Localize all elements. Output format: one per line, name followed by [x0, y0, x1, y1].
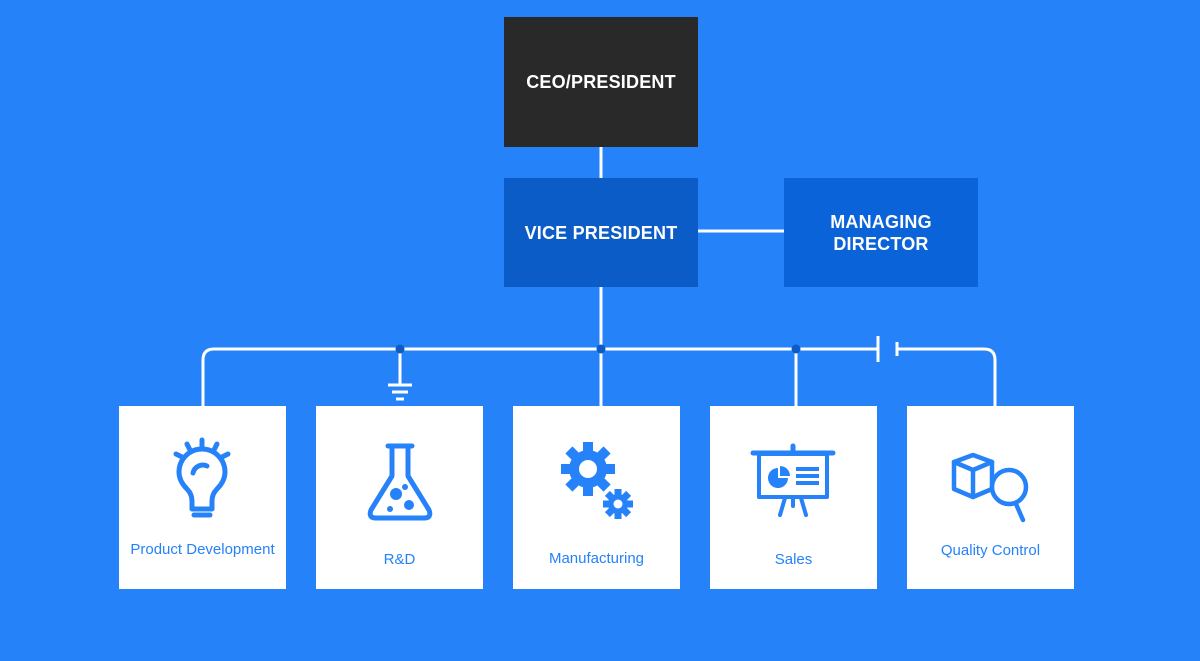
dept-sales: Sales	[710, 406, 877, 589]
dept-rnd: R&D	[316, 406, 483, 589]
dept-manufacturing: Manufacturing	[513, 406, 680, 589]
dept-label: Quality Control	[940, 542, 1041, 559]
dept-label: R&D	[383, 551, 416, 568]
junction-dot	[791, 344, 801, 354]
presentation-board-icon	[750, 443, 836, 517]
bus-line-right	[897, 347, 997, 406]
md-box: MANAGING DIRECTOR	[784, 178, 978, 287]
bus-line-left	[201, 347, 878, 406]
md-label: MANAGING DIRECTOR	[830, 211, 932, 254]
gears-icon	[561, 442, 633, 519]
ceo-label: CEO/PRESIDENT	[526, 72, 676, 92]
dept-product-development: Product Development	[119, 406, 286, 589]
lightbulb-icon	[173, 437, 231, 518]
ceo-box: CEO/PRESIDENT	[504, 17, 698, 147]
dept-label: Manufacturing	[548, 550, 645, 567]
vp-box: VICE PRESIDENT	[504, 178, 698, 287]
dept-label: Product Development	[130, 541, 275, 558]
box-magnifier-icon	[951, 452, 1029, 523]
junction-dot	[395, 344, 405, 354]
flask-icon	[367, 443, 433, 521]
junction-dot	[596, 344, 606, 354]
dept-label: Sales	[774, 551, 813, 568]
dept-quality-control: Quality Control	[907, 406, 1074, 589]
vp-label: VICE PRESIDENT	[524, 222, 678, 243]
